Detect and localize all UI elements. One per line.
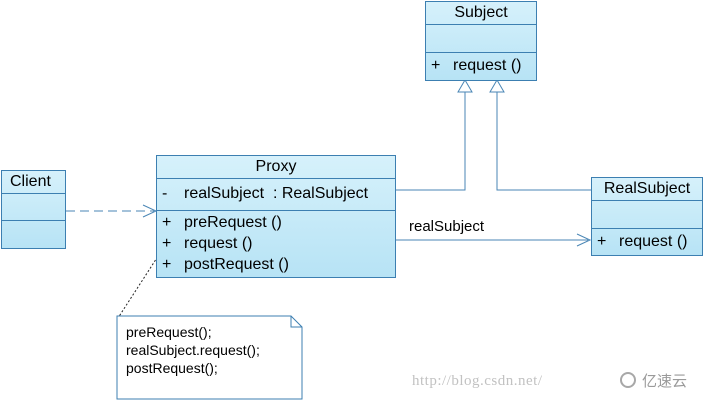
subject-attributes-section xyxy=(426,24,536,52)
proxy-attributes-section: -realSubject : RealSubject xyxy=(157,178,395,210)
proxy-operation: +postRequest () xyxy=(162,256,289,273)
realsubject-class-name: RealSubject xyxy=(603,180,691,197)
proxy-operation: +preRequest () xyxy=(162,214,282,231)
note-fold xyxy=(290,316,302,328)
proxy-class[interactable]: Proxy -realSubject : RealSubject +preReq… xyxy=(156,155,396,278)
proxy-generalization-line xyxy=(396,92,466,191)
note-anchor-line xyxy=(117,249,163,319)
client-operations-section xyxy=(2,220,65,248)
realsubject-operation: +request () xyxy=(597,233,688,250)
subject-class[interactable]: Subject +request () xyxy=(425,1,537,81)
watermark-url: http://blog.csdn.net/ xyxy=(412,373,543,389)
proxy-generalization-arrowhead xyxy=(457,79,473,93)
realsubject-generalization-arrowhead xyxy=(489,79,505,93)
subject-class-name: Subject xyxy=(454,4,508,21)
note-line: realSubject.request(); xyxy=(126,342,260,358)
note-line: postRequest(); xyxy=(126,360,218,376)
brand-logo-icon xyxy=(620,372,636,388)
realsubject-class[interactable]: RealSubject +request () xyxy=(591,177,703,256)
subject-operations-section: +request () xyxy=(426,52,536,76)
note-box[interactable]: preRequest(); realSubject.request(); pos… xyxy=(117,316,302,399)
realsubject-generalization-line xyxy=(496,92,591,191)
note-outline xyxy=(116,315,303,400)
client-class[interactable]: Client xyxy=(1,170,66,249)
proxy-class-name: Proxy xyxy=(255,158,297,175)
proxy-operation: +request () xyxy=(162,235,253,252)
association-arrowhead xyxy=(576,233,592,247)
realsubject-operations-section: +request () xyxy=(592,228,702,252)
proxy-operations-section: +preRequest () +request () +postRequest … xyxy=(157,210,395,275)
note-line: preRequest(); xyxy=(126,324,212,340)
brand-logo-text: 亿速云 xyxy=(642,372,688,390)
brand-logo: 亿速云 xyxy=(620,370,704,392)
client-class-name: Client xyxy=(10,173,51,190)
client-attributes-section xyxy=(2,193,65,220)
realsubject-attributes-section xyxy=(592,200,702,228)
association-label: realSubject xyxy=(409,218,485,235)
proxy-attribute: -realSubject : RealSubject xyxy=(162,185,369,202)
subject-operation: +request () xyxy=(431,57,522,74)
